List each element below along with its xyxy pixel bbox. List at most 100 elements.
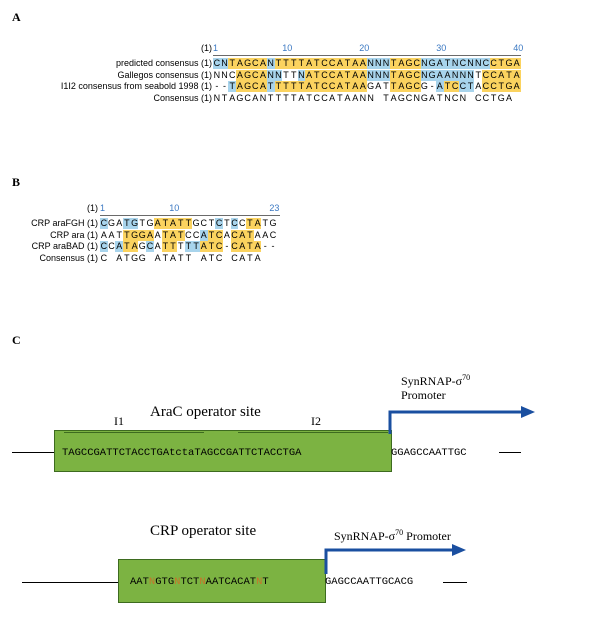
base: T: [475, 69, 481, 80]
base: A: [236, 69, 244, 81]
base: C: [321, 92, 328, 103]
base: T: [123, 241, 131, 252]
base: T: [177, 241, 184, 251]
crp-promoter-arrow-icon: [324, 544, 466, 574]
base: T: [207, 241, 216, 252]
base: C: [459, 58, 467, 69]
base: A: [259, 69, 267, 81]
base: A: [351, 81, 360, 92]
base: G: [138, 229, 147, 241]
variable-base: N: [256, 576, 263, 588]
base: A: [254, 252, 261, 263]
ruler-line-b: [100, 215, 280, 216]
base: N: [474, 58, 483, 69]
crp-dna-line-right: [443, 582, 467, 583]
base: T: [282, 58, 290, 69]
base: A: [239, 252, 246, 263]
base: A: [154, 252, 161, 263]
base: A: [505, 92, 512, 103]
base: N: [420, 69, 429, 81]
base: T: [283, 69, 289, 80]
base: G: [497, 92, 505, 103]
base: A: [397, 81, 406, 92]
base: C: [238, 218, 246, 228]
base: C: [489, 58, 498, 69]
base: T: [497, 81, 506, 92]
base: A: [305, 58, 313, 69]
base: C: [412, 58, 421, 69]
base: A: [169, 229, 177, 241]
base: A: [236, 58, 244, 69]
base: N: [213, 92, 221, 103]
base: C: [474, 92, 482, 103]
base: C: [451, 92, 459, 103]
base: C: [320, 58, 329, 69]
base: N: [266, 69, 275, 81]
i1-bar: [64, 432, 204, 433]
ruler-prefix: (1): [201, 43, 212, 53]
ruler-tick: 1: [213, 43, 219, 53]
base: -: [430, 81, 434, 91]
base: C: [328, 58, 336, 69]
base: A: [397, 69, 406, 81]
base: T: [246, 229, 254, 241]
base: [146, 253, 154, 264]
base: N: [221, 69, 228, 80]
base: T: [246, 241, 254, 252]
base: N: [420, 58, 429, 69]
base: T: [297, 58, 306, 69]
base: A: [170, 252, 177, 263]
dna-line-left: [12, 452, 54, 453]
base: N: [444, 92, 451, 103]
base: A: [397, 58, 406, 69]
base: G: [192, 218, 200, 228]
base: A: [359, 81, 367, 92]
base: A: [435, 58, 444, 69]
base: T: [297, 81, 306, 92]
base: G: [397, 92, 405, 103]
base: A: [259, 81, 267, 92]
base: C: [328, 81, 336, 92]
base: T: [246, 218, 254, 229]
base: T: [389, 69, 398, 81]
base: C: [489, 81, 498, 92]
i1-label: I1: [114, 414, 124, 428]
base: A: [154, 229, 161, 240]
base: A: [238, 241, 247, 252]
base: C: [412, 81, 421, 92]
sigma-superscript: 70: [395, 528, 404, 537]
base: N: [459, 92, 467, 103]
base: A: [229, 92, 236, 103]
base: T: [208, 218, 215, 228]
base: A: [154, 241, 161, 251]
base: A: [512, 69, 521, 81]
base: T: [389, 81, 398, 92]
base: C: [231, 252, 238, 263]
base: T: [192, 241, 200, 252]
base: G: [405, 69, 413, 81]
base: A: [130, 241, 139, 252]
base: T: [228, 58, 237, 69]
dna-line-right: [499, 452, 521, 453]
promoter-text: SynRNAP-σ: [334, 529, 396, 543]
base: A: [351, 69, 360, 81]
base: G: [243, 58, 252, 69]
sigma-superscript: 70: [462, 373, 471, 382]
base: A: [359, 58, 367, 69]
base: T: [274, 81, 283, 92]
base: A: [262, 229, 269, 240]
base: A: [390, 92, 397, 103]
base: A: [435, 69, 444, 81]
base: T: [343, 81, 352, 92]
base: T: [466, 81, 475, 92]
base: A: [223, 229, 230, 240]
base: T: [176, 218, 185, 229]
crp-operator-box: [118, 559, 326, 603]
